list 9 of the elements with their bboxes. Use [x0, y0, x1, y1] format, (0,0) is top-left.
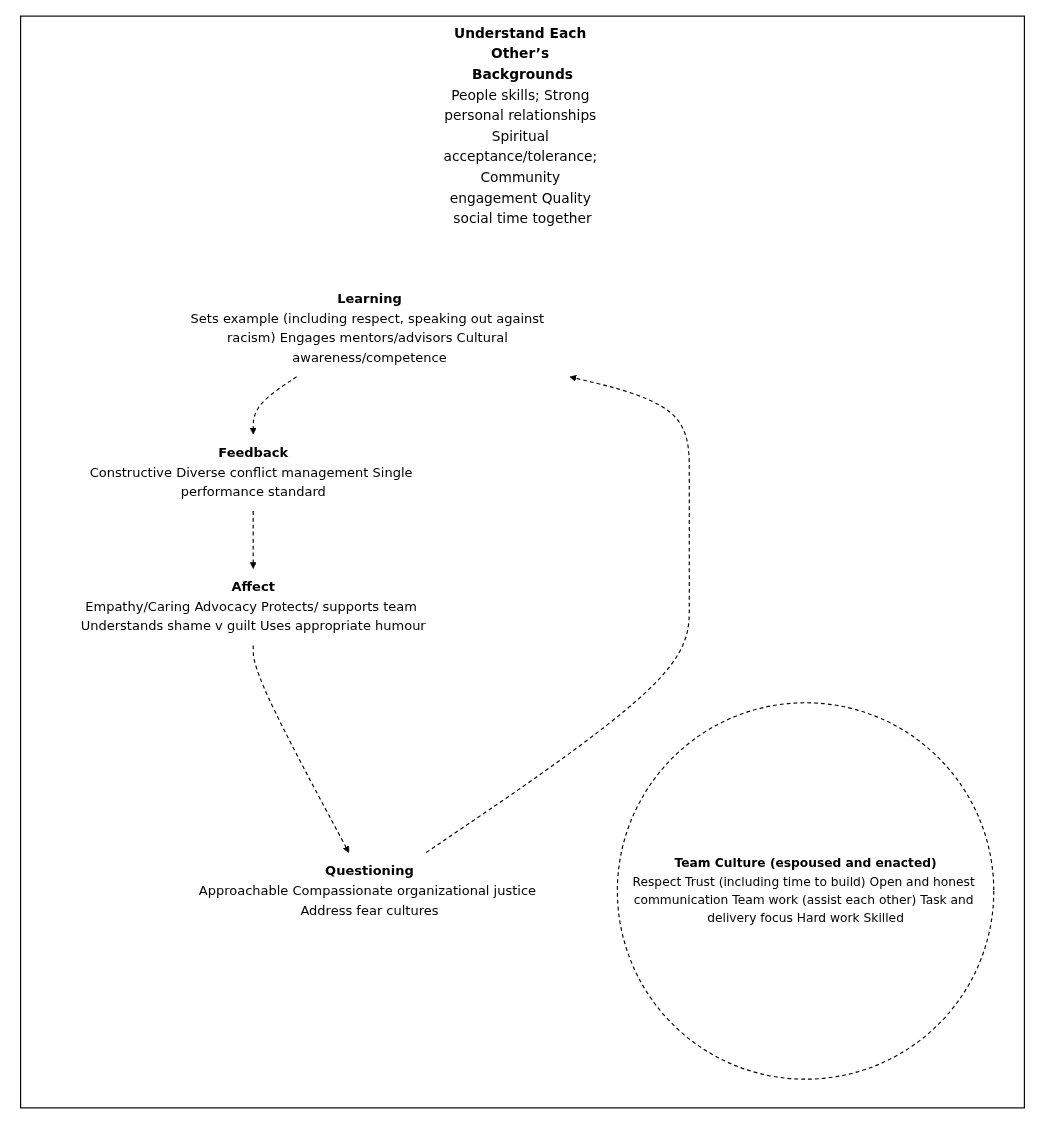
- node-text: Affect Empathy/Caring Advocacy Protects/ supports team Understands shame v guilt Uses appropriate humour: [80, 579, 426, 634]
- arrow: [249, 376, 298, 435]
- arrow: [249, 510, 257, 569]
- node-text: Feedback Constructive Diverse conflict management Single performance standard: [89, 444, 413, 500]
- node-text: Questioning Approachable Compassionate organizational justice Address fear cultures: [198, 863, 537, 918]
- arrow: [425, 375, 690, 854]
- node-circle: Team Culture (espoused and enacted) Respect Trust (including time to build) Open and honest communication Team work (assist each other) Task and delivery focus Hard work Skilled: [616, 702, 995, 1080]
- node-text: Learning Sets example (including respect, speaking out against racism) Engages mentors/advisors Cultural awareness/competence: [190, 291, 545, 365]
- arrow: [252, 644, 350, 853]
